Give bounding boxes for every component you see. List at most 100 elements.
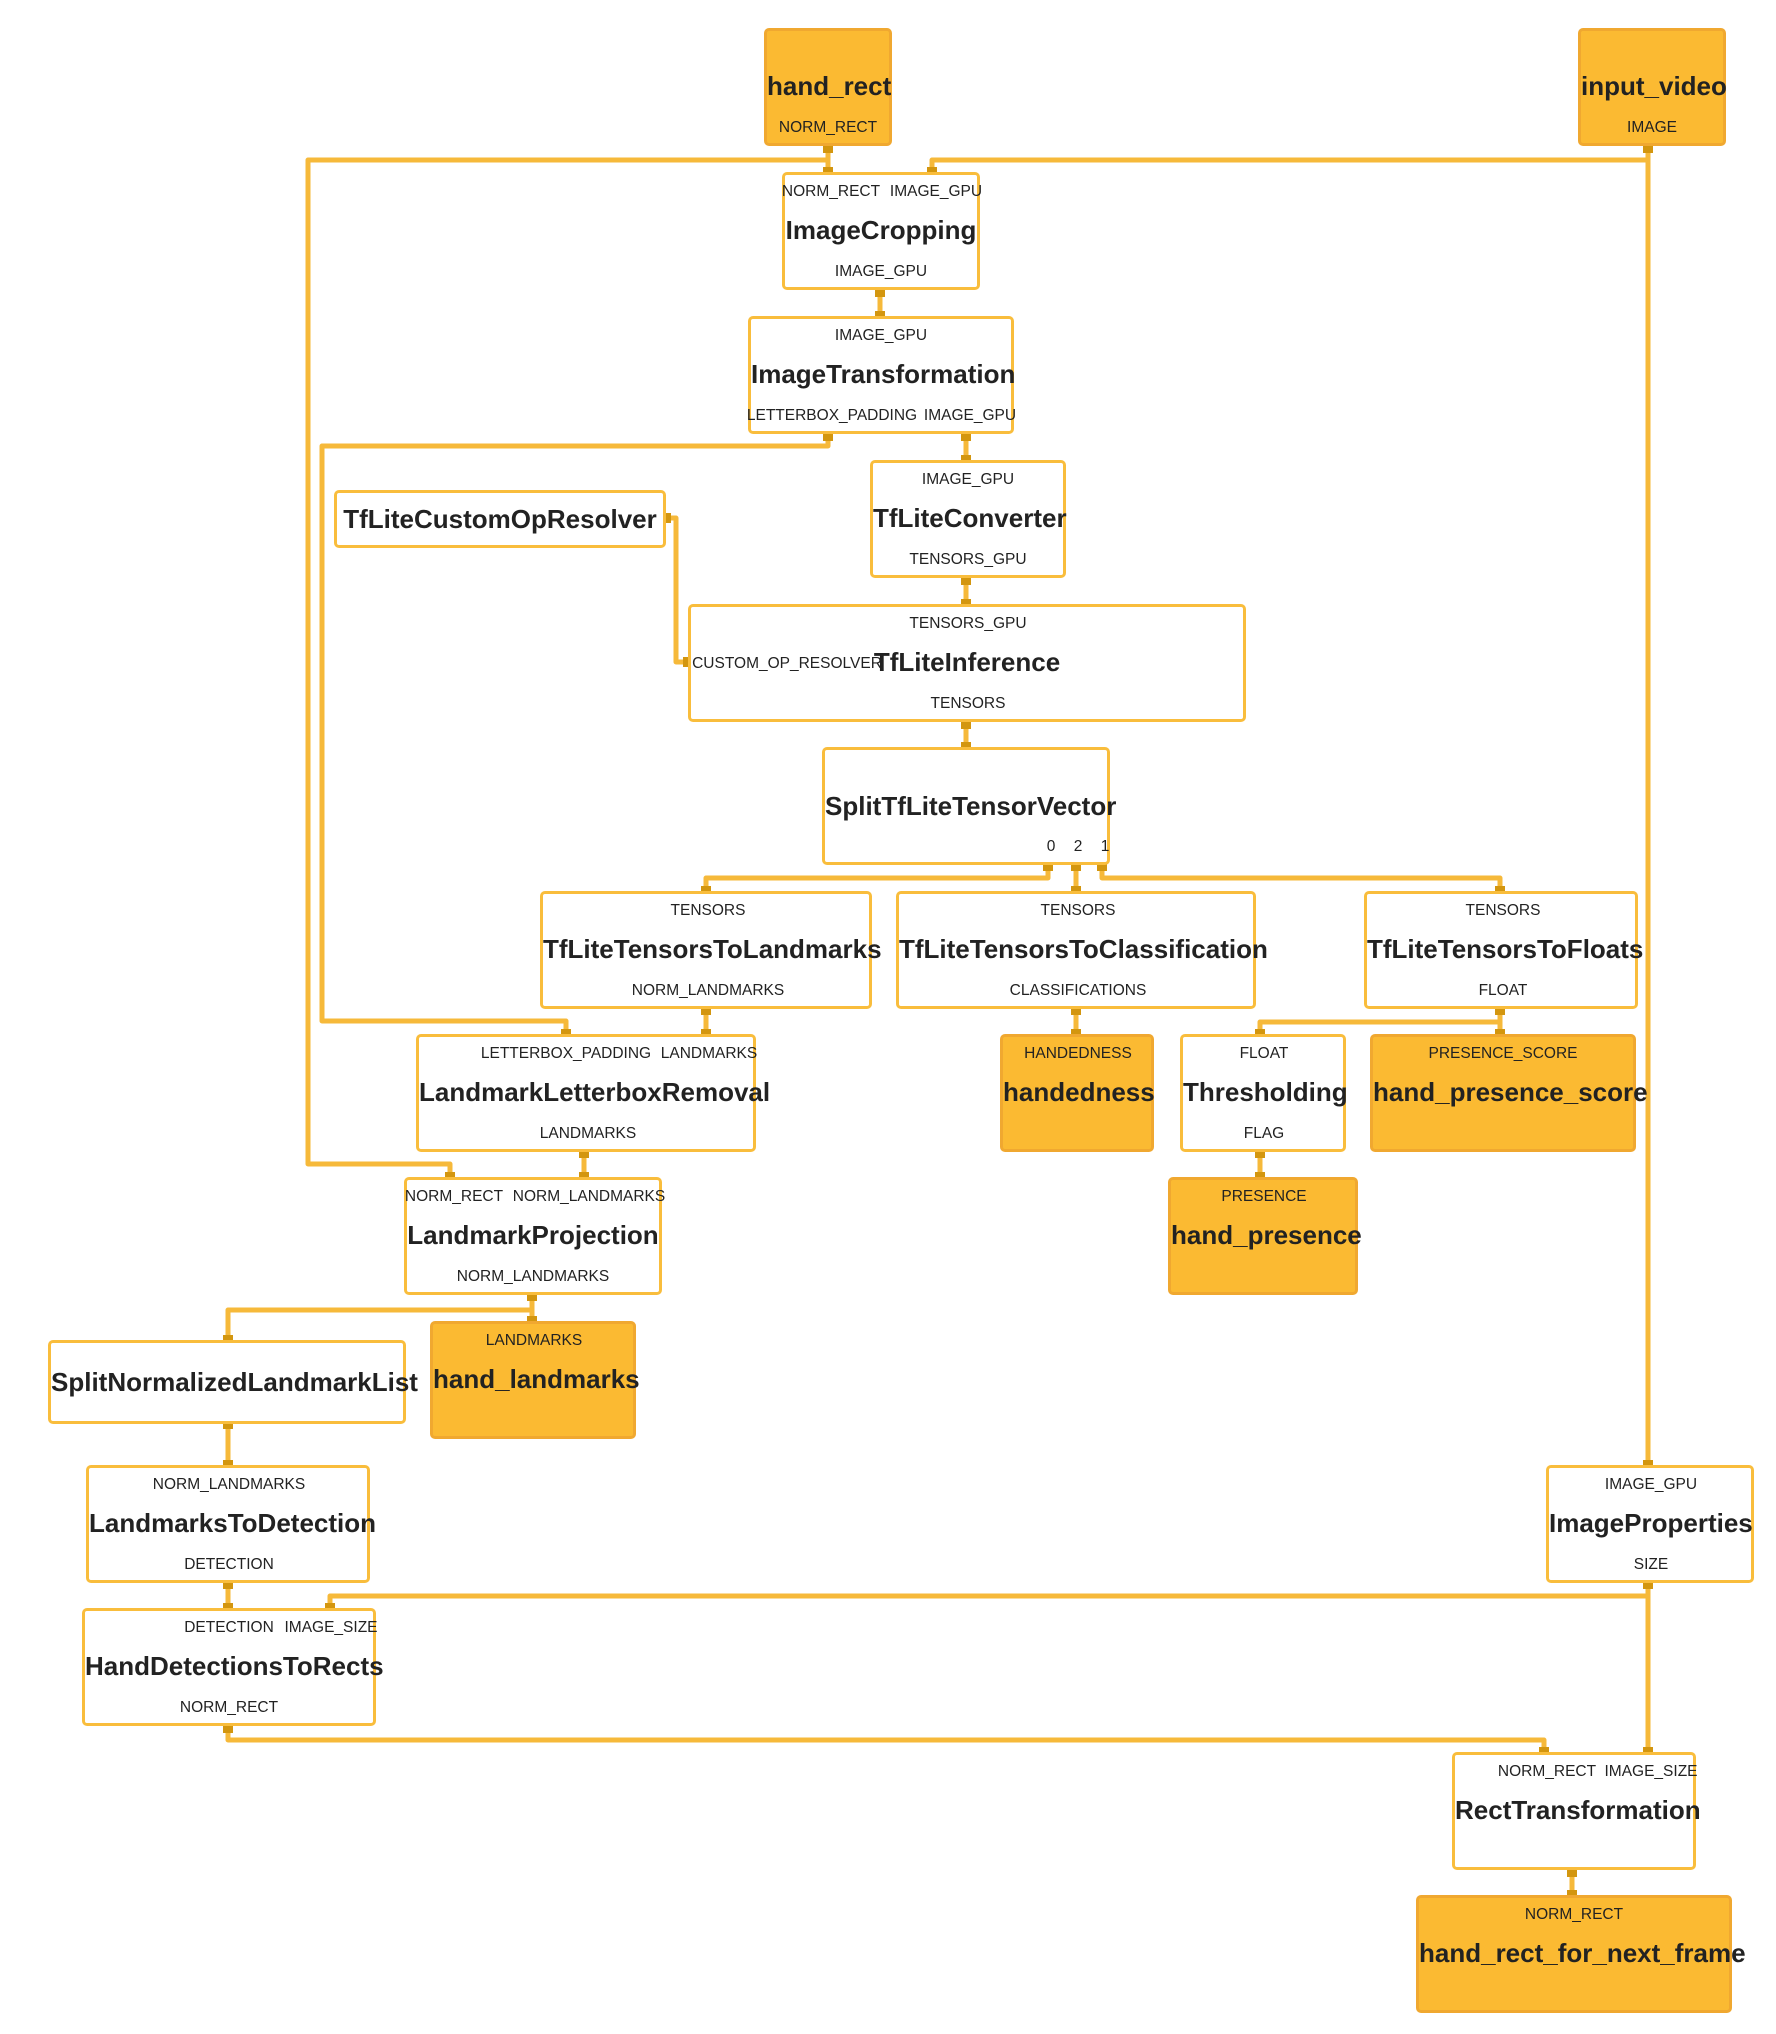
port-marker bbox=[223, 1723, 233, 1733]
port-marker bbox=[961, 575, 971, 585]
port-label-detection: DETECTION bbox=[184, 1556, 274, 1573]
hand-presence-node[interactable]: PRESENCE hand_presence bbox=[1168, 1177, 1362, 1295]
port-label-image-gpu: IMAGE_GPU bbox=[923, 407, 1017, 424]
port-label-tensors: TENSORS bbox=[930, 695, 1006, 712]
edge-line bbox=[929, 148, 1651, 172]
image-properties-node[interactable]: IMAGE_GPU ImageProperties SIZE bbox=[1546, 1465, 1754, 1583]
node-title: ImageTransformation bbox=[751, 359, 1016, 389]
port-label-detection: DETECTION bbox=[184, 1619, 274, 1636]
node-title: input_video bbox=[1581, 71, 1727, 101]
port-marker bbox=[661, 513, 671, 523]
tensors-to-classification-node[interactable]: TENSORS TfLiteTensorsToClassification CL… bbox=[896, 891, 1268, 1009]
hand-rect-for-next-frame-node[interactable]: NORM_RECT hand_rect_for_next_frame bbox=[1416, 1895, 1746, 2013]
port-marker bbox=[1495, 1005, 1505, 1015]
node-title: TfLiteInference bbox=[873, 647, 1061, 677]
node-title: handedness bbox=[1003, 1077, 1155, 1107]
port-marker bbox=[961, 719, 971, 729]
edge-line bbox=[319, 436, 831, 1034]
landmark-projection-node[interactable]: NORM_RECT NORM_LANDMARKS LandmarkProject… bbox=[404, 1177, 666, 1295]
split-normalized-landmark-list-node[interactable]: SplitNormalizedLandmarkList bbox=[48, 1340, 418, 1424]
port-label-classifications: CLASSIFICATIONS bbox=[1009, 982, 1147, 999]
tensors-to-floats-node[interactable]: TENSORS TfLiteTensorsToFloats FLOAT bbox=[1364, 891, 1643, 1009]
port-label-float: FLOAT bbox=[1239, 1045, 1289, 1062]
port-marker bbox=[527, 1291, 537, 1301]
port-label-size: SIZE bbox=[1633, 1556, 1669, 1573]
landmark-letterbox-removal-node[interactable]: LETTERBOX_PADDING LANDMARKS LandmarkLett… bbox=[416, 1034, 771, 1152]
node-title: hand_presence bbox=[1171, 1220, 1362, 1250]
node-title: HandDetectionsToRects bbox=[85, 1651, 384, 1681]
port-label-handedness: HANDEDNESS bbox=[1024, 1045, 1132, 1062]
port-label-norm-rect: NORM_RECT bbox=[1524, 1906, 1624, 1923]
node-title: TfLiteConverter bbox=[873, 503, 1067, 533]
port-label-image-size: IMAGE_SIZE bbox=[284, 1619, 378, 1636]
node-title: ImageCropping bbox=[785, 215, 977, 245]
edge-line bbox=[703, 866, 1051, 891]
port-marker bbox=[1643, 143, 1653, 153]
port-label-0: 0 bbox=[1046, 838, 1056, 855]
node-title: hand_landmarks bbox=[433, 1364, 640, 1394]
hand-landmarks-node[interactable]: LANDMARKS hand_landmarks bbox=[430, 1321, 640, 1439]
port-marker bbox=[961, 431, 971, 441]
port-label-letterbox-padding: LETTERBOX_PADDING bbox=[746, 407, 918, 424]
node-title: LandmarkLetterboxRemoval bbox=[419, 1077, 771, 1107]
node-title: SplitTfLiteTensorVector bbox=[825, 791, 1117, 821]
port-marker bbox=[1643, 1579, 1653, 1589]
handedness-node[interactable]: HANDEDNESS handedness bbox=[1000, 1034, 1155, 1152]
port-marker bbox=[1255, 1148, 1265, 1158]
node-title: hand_rect bbox=[767, 71, 892, 101]
port-label-image-gpu: IMAGE_GPU bbox=[1604, 1476, 1698, 1493]
port-marker bbox=[579, 1148, 589, 1158]
port-label-norm-landmarks: NORM_LANDMARKS bbox=[152, 1476, 306, 1493]
node-title: hand_presence_score bbox=[1373, 1077, 1648, 1107]
port-marker bbox=[875, 287, 885, 297]
port-label-image-size: IMAGE_SIZE bbox=[1604, 1763, 1698, 1780]
node-title: hand_rect_for_next_frame bbox=[1419, 1938, 1746, 1968]
rect-transformation-node[interactable]: NORM_RECT IMAGE_SIZE RectTransformation bbox=[1452, 1752, 1701, 1870]
port-label-image: IMAGE bbox=[1627, 119, 1677, 136]
port-label-image-gpu: IMAGE_GPU bbox=[921, 471, 1015, 488]
tflite-converter-node[interactable]: IMAGE_GPU TfLiteConverter TENSORS_GPU bbox=[870, 460, 1067, 578]
node-title: RectTransformation bbox=[1455, 1795, 1701, 1825]
node-title: TfLiteTensorsToClassification bbox=[899, 934, 1268, 964]
node-title: TfLiteCustomOpResolver bbox=[343, 504, 657, 534]
node-title: ImageProperties bbox=[1549, 1508, 1753, 1538]
port-label-norm-landmarks: NORM_LANDMARKS bbox=[512, 1188, 666, 1205]
split-tensor-vector-node[interactable]: SplitTfLiteTensorVector 0 2 1 bbox=[822, 747, 1117, 865]
port-label-tensors: TENSORS bbox=[1465, 902, 1541, 919]
port-label-image-gpu: IMAGE_GPU bbox=[889, 183, 983, 200]
thresholding-node[interactable]: FLOAT Thresholding FLAG bbox=[1180, 1034, 1348, 1152]
port-marker bbox=[223, 1419, 233, 1429]
port-label-image-gpu: IMAGE_GPU bbox=[834, 327, 928, 344]
edge-line bbox=[1257, 1010, 1503, 1034]
tflite-inference-node[interactable]: TENSORS_GPU CUSTOM_OP_RESOLVER TfLiteInf… bbox=[688, 604, 1246, 722]
image-transformation-node[interactable]: IMAGE_GPU ImageTransformation LETTERBOX_… bbox=[746, 316, 1017, 434]
port-label-1: 1 bbox=[1100, 838, 1110, 855]
tensors-to-landmarks-node[interactable]: TENSORS TfLiteTensorsToLandmarks NORM_LA… bbox=[540, 891, 882, 1009]
port-label-norm-rect: NORM_RECT bbox=[179, 1699, 279, 1716]
tflite-custom-op-resolver-node[interactable]: TfLiteCustomOpResolver bbox=[334, 490, 666, 548]
edge-line bbox=[666, 515, 688, 665]
port-label-tensors: TENSORS bbox=[670, 902, 746, 919]
port-label-presence: PRESENCE bbox=[1221, 1188, 1307, 1205]
input-video-node[interactable]: input_video IMAGE bbox=[1578, 28, 1727, 146]
port-label-2: 2 bbox=[1073, 838, 1083, 855]
port-label-tensors-gpu: TENSORS_GPU bbox=[909, 615, 1027, 632]
edge-line bbox=[225, 1728, 1547, 1752]
landmarks-to-detection-node[interactable]: NORM_LANDMARKS LandmarksToDetection DETE… bbox=[86, 1465, 376, 1583]
port-marker bbox=[1043, 861, 1053, 871]
image-cropping-node[interactable]: NORM_RECT IMAGE_GPU ImageCropping IMAGE_… bbox=[781, 172, 983, 290]
port-label-landmarks: LANDMARKS bbox=[660, 1045, 758, 1062]
port-marker bbox=[1071, 1005, 1081, 1015]
port-marker bbox=[1567, 1867, 1577, 1877]
port-label-letterbox-padding: LETTERBOX_PADDING bbox=[480, 1045, 652, 1062]
port-marker bbox=[1097, 861, 1107, 871]
hand-rect-node[interactable]: hand_rect NORM_RECT bbox=[764, 28, 892, 146]
node-title: Thresholding bbox=[1183, 1077, 1348, 1107]
hand-presence-score-node[interactable]: PRESENCE_SCORE hand_presence_score bbox=[1370, 1034, 1648, 1152]
port-label-norm-rect: NORM_RECT bbox=[1497, 1763, 1597, 1780]
port-marker bbox=[823, 143, 833, 153]
port-label-norm-rect: NORM_RECT bbox=[778, 119, 878, 136]
port-label-norm-rect: NORM_RECT bbox=[781, 183, 881, 200]
hand-detections-to-rects-node[interactable]: DETECTION IMAGE_SIZE HandDetectionsToRec… bbox=[82, 1608, 384, 1726]
